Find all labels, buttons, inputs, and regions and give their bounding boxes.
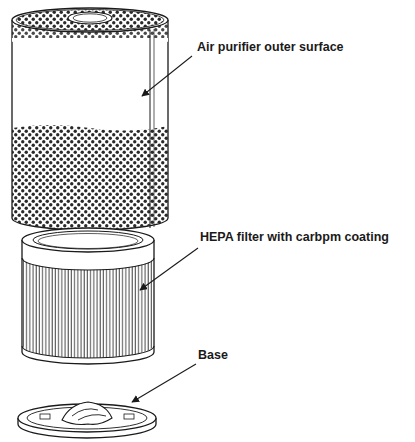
part-label: Air purifier outer surface <box>197 40 344 55</box>
leader-arrow <box>132 364 196 402</box>
purifier-base <box>18 402 156 438</box>
leader-arrow <box>140 248 198 290</box>
leader-arrow <box>142 56 192 96</box>
part-label: HEPA filter with carbpm coating <box>200 230 389 245</box>
purifier-housing <box>12 8 168 232</box>
hepa-filter <box>22 228 154 364</box>
part-label: Base <box>198 348 228 363</box>
